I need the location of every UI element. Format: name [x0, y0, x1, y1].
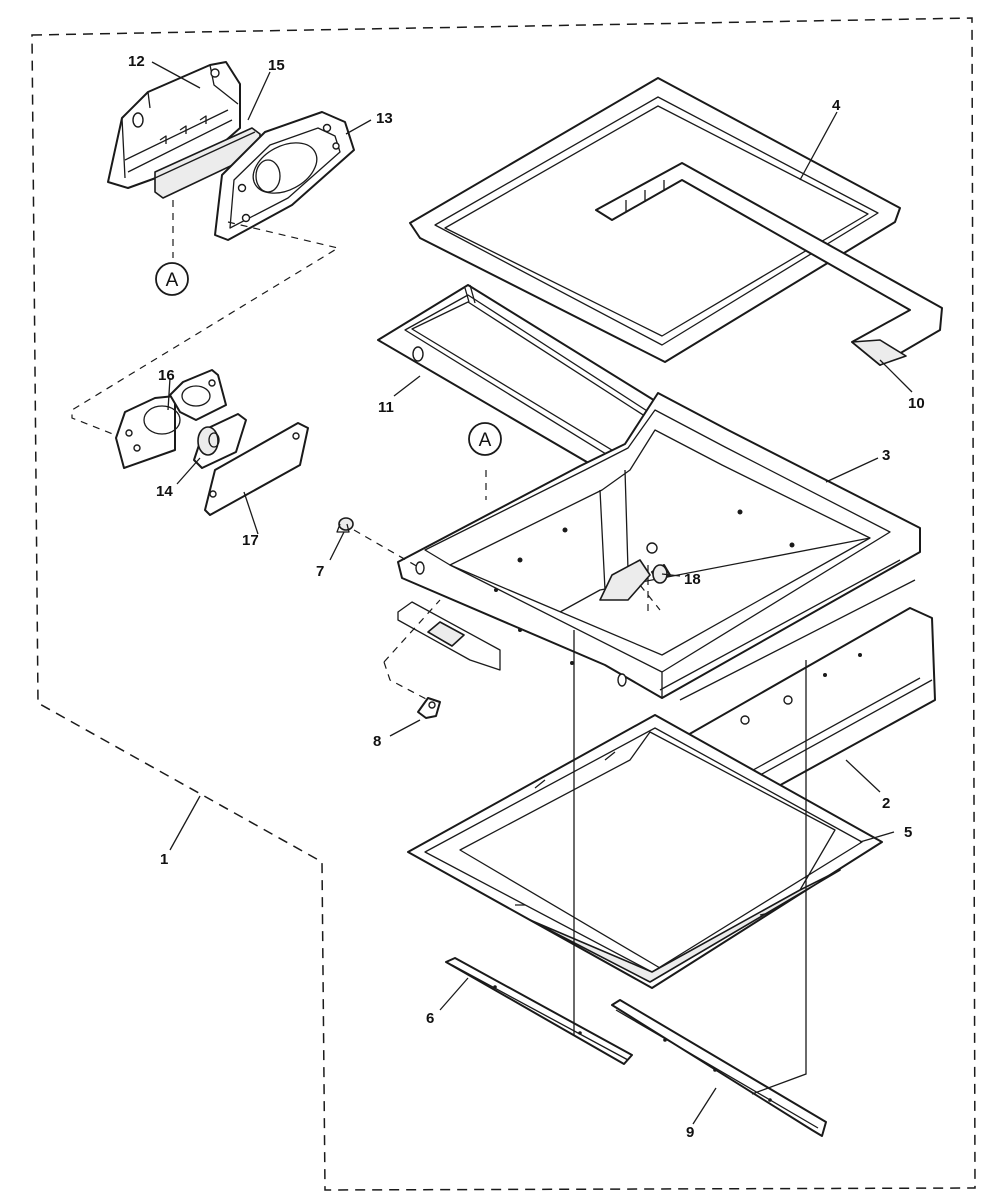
callout-16: 16 [158, 367, 175, 384]
part-18-cylinder [651, 564, 671, 584]
part-10-rear-frame [595, 162, 943, 366]
callout-13: 13 [376, 110, 393, 127]
svg-text:A: A [479, 430, 492, 451]
part-4-top-panel [409, 77, 901, 363]
part-6-rail [445, 957, 633, 1065]
callout-14: 14 [156, 483, 173, 500]
part-9-rail [611, 999, 827, 1137]
callout-5: 5 [904, 824, 912, 841]
callout-1: 1 [160, 851, 168, 868]
callout-7: 7 [316, 563, 324, 580]
part-7-screw [336, 517, 354, 533]
callout-6: 6 [426, 1010, 434, 1027]
callout-17: 17 [242, 532, 259, 549]
callout-3: 3 [882, 447, 890, 464]
callout-9: 9 [686, 1124, 694, 1141]
reference-marker-a-mid: A [468, 422, 502, 456]
part-8-clip [417, 697, 441, 719]
callout-12: 12 [128, 53, 145, 70]
assembly-boundary [31, 17, 976, 1191]
callout-4: 4 [832, 97, 841, 114]
reference-marker-a-top: A [155, 262, 189, 296]
callout-2: 2 [882, 795, 890, 812]
callout-8: 8 [373, 733, 381, 750]
part-17-trim [204, 422, 309, 516]
callout-11: 11 [378, 399, 394, 416]
svg-text:A: A [166, 270, 179, 291]
part-16-speaker-mounts [115, 369, 227, 469]
leader-lines [151, 61, 913, 1125]
part-14-speaker [193, 413, 247, 469]
callout-10: 10 [908, 395, 925, 412]
part-13-grille [214, 111, 355, 241]
part-3-chassis [397, 392, 921, 701]
callout-labels: 12 15 13 4 16 14 17 11 10 3 18 7 8 2 5 1… [128, 53, 925, 1141]
callout-18: 18 [684, 571, 701, 588]
callout-15: 15 [268, 57, 285, 74]
